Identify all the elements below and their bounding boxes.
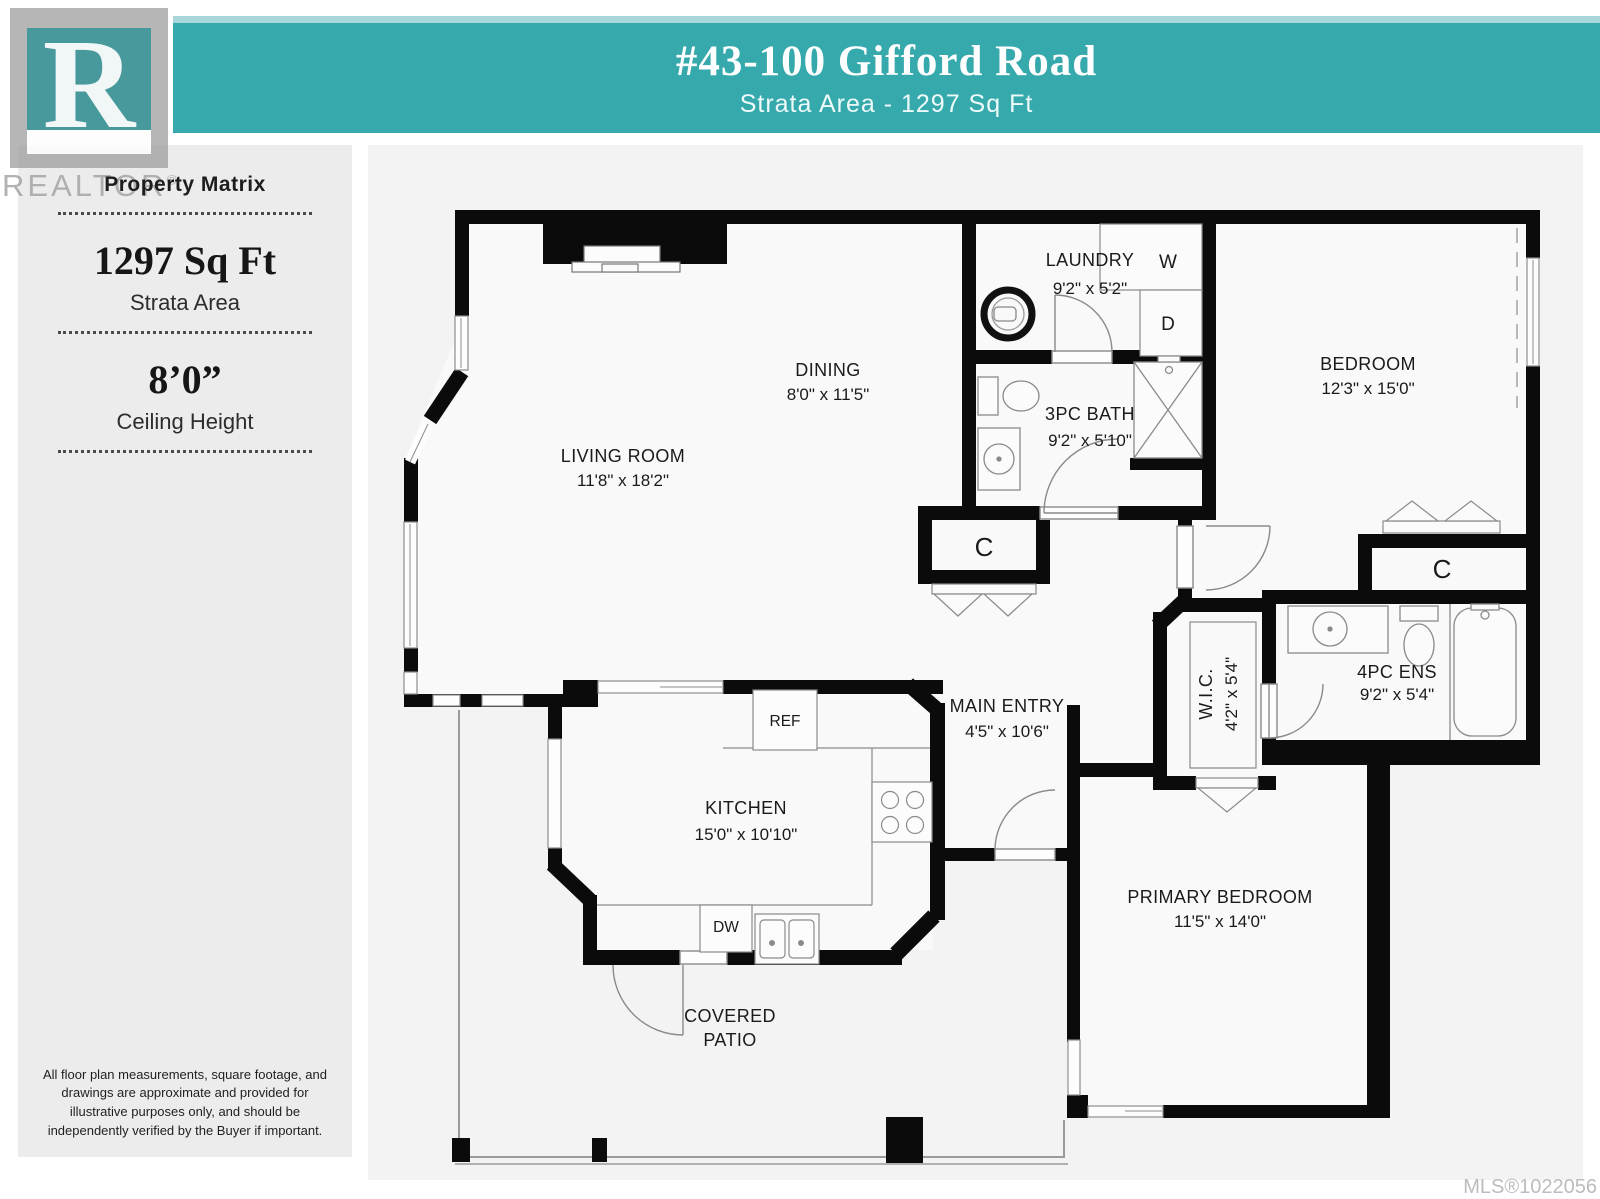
windows	[403, 257, 1540, 1118]
living-room-dims: 11'8" x 18'2"	[577, 471, 669, 490]
logo-teal-block	[27, 28, 151, 130]
realtor-logo: R	[10, 8, 168, 168]
bath3-label: 3PC BATH	[1045, 404, 1135, 424]
page-subtitle: Strata Area - 1297 Sq Ft	[739, 90, 1034, 118]
dining-dims: 8'0" x 11'5"	[787, 385, 870, 404]
washer-label: W	[1159, 252, 1177, 273]
bath3-dims: 9'2" x 5'10"	[1048, 431, 1132, 450]
laundry-label: LAUNDRY	[1046, 250, 1135, 270]
header-banner: #43-100 Gifford Road Strata Area - 1297 …	[173, 23, 1600, 133]
kitchen-fixtures	[597, 689, 933, 965]
unit-interior	[404, 210, 1540, 1118]
watermark-reg-icon: ®	[166, 171, 180, 188]
wic-shelf	[1189, 621, 1257, 769]
primary-bedroom-dims: 11'5" x 14'0"	[1174, 912, 1266, 931]
fireplace	[571, 245, 681, 273]
closet-label-hall: C	[975, 532, 994, 562]
living-room-label: LIVING ROOM	[561, 446, 685, 466]
angled-walls	[423, 367, 1194, 960]
fridge-label: REF	[770, 713, 801, 730]
patio-label-line1: COVERED	[684, 1006, 776, 1026]
ensuite-fixtures	[1287, 603, 1517, 740]
dotted-divider	[58, 331, 312, 334]
bedroom-label: BEDROOM	[1320, 354, 1416, 374]
kitchen-dims: 15'0" x 10'10"	[695, 825, 798, 844]
strata-area-value: 1297 Sq Ft	[93, 238, 277, 283]
patio-label-line2: PATIO	[703, 1030, 756, 1050]
bath3-fixtures	[977, 355, 1203, 491]
bedroom-dims: 12'3" x 15'0"	[1321, 379, 1414, 398]
dishwasher-label: DW	[713, 919, 739, 936]
doors	[612, 294, 1324, 1036]
header-accent-strip	[173, 16, 1600, 23]
ensuite-dims: 9'2" x 5'4"	[1360, 685, 1434, 704]
laundry-dims: 9'2" x 5'2"	[1053, 279, 1127, 298]
patio-outline	[455, 710, 1068, 1165]
bay-window-line	[409, 423, 429, 463]
closet-label-bedroom: C	[1433, 554, 1452, 584]
main-entry-dims: 4'5" x 10'6"	[965, 722, 1049, 741]
wic-dims: 4'2" x 5'4"	[1222, 657, 1241, 731]
washer-dryer	[1099, 223, 1203, 357]
kitchen-label: KITCHEN	[705, 798, 787, 818]
ceiling-height-value: 8’0”	[148, 357, 222, 402]
dotted-divider	[58, 450, 312, 453]
dryer-label: D	[1161, 314, 1175, 335]
ensuite-label: 4PC ENS	[1357, 662, 1437, 682]
mls-number: MLS®1022056	[1463, 1176, 1597, 1198]
logo-white-block	[27, 130, 151, 154]
brand-name: Property Matrix	[104, 173, 266, 196]
disclaimer-text: All floor plan measurements, square foot…	[42, 1066, 327, 1139]
dotted-divider	[58, 212, 312, 215]
room-labels: LIVING ROOM 11'8" x 18'2" DINING 8'0" x …	[561, 250, 1452, 1050]
logo-r-letter: R	[42, 13, 136, 155]
dining-label: DINING	[795, 360, 860, 380]
realtor-watermark: REALTOR®	[2, 168, 180, 204]
window-mullions	[409, 260, 1534, 1112]
patio-posts	[452, 1117, 923, 1163]
main-entry-label: MAIN ENTRY	[950, 696, 1065, 716]
laundry-sink-icon	[980, 286, 1036, 342]
bifold-doors	[931, 500, 1501, 813]
page-title: #43-100 Gifford Road	[675, 38, 1098, 85]
ceiling-height-label: Ceiling Height	[116, 409, 254, 434]
watermark-text: REALTOR	[2, 168, 167, 203]
wic-label: W.I.C.	[1196, 668, 1216, 719]
primary-bedroom-label: PRIMARY BEDROOM	[1127, 887, 1312, 907]
strata-area-label: Strata Area	[129, 290, 241, 315]
sidebar: Property Matrix 1297 Sq Ft Strata Area 8…	[18, 145, 352, 1157]
